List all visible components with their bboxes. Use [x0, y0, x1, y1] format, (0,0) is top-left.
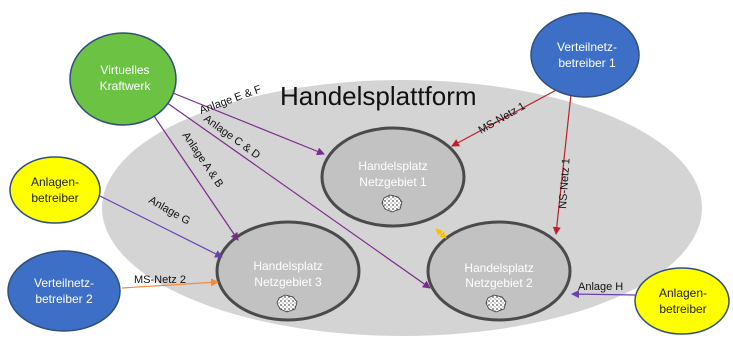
marketplace-2-line1: Handelsplatz [464, 261, 533, 275]
label-anlage-h: Anlage H [578, 281, 623, 293]
grid-map-icon [485, 294, 507, 313]
grid-map-icon [276, 294, 298, 313]
vpp-line2: Kraftwerk [100, 79, 152, 93]
distribution-operator-1: Verteilnetz- betreiber 1 [530, 12, 640, 98]
dso2-line1: Verteilnetz- [34, 276, 94, 290]
label-ns-netz-1: NS-Netz 1 [557, 158, 573, 209]
arrow-ms-netz-1 [451, 87, 561, 147]
arrow-anlage-g [99, 195, 223, 258]
operator-left-line2: betreiber [31, 191, 78, 205]
plant-operator-left: Anlagen- betreiber [9, 156, 101, 224]
dso1-line1: Verteilnetz- [557, 40, 617, 54]
virtual-power-plant: Virtuelles Kraftwerk [69, 32, 177, 126]
arrow-anlage-h [571, 290, 636, 299]
marketplace-2: Handelsplatz Netzgebiet 2 [426, 220, 572, 322]
vpp-line1: Virtuelles [100, 63, 149, 77]
grid-map-icon [381, 194, 403, 213]
arrow-anlage-ef [162, 88, 325, 156]
operator-right-line2: betreiber [659, 302, 706, 316]
plant-operator-right: Anlagen- betreiber [634, 267, 730, 335]
operator-right-line1: Anlagen- [659, 286, 707, 300]
distribution-operator-2: Verteilnetz- betreiber 2 [7, 250, 121, 332]
arrow-ms-netz-2 [121, 278, 219, 289]
label-ms-netz-2: MS-Netz 2 [134, 274, 186, 286]
arrow-anlage-ab [151, 112, 239, 241]
marketplace-3: Handelsplatz Netzgebiet 3 [215, 220, 361, 322]
arrow-ns-netz-1 [552, 93, 572, 235]
link-arrow-netzgebiet-1-2 [435, 228, 447, 239]
dso2-line2: betreiber 2 [35, 292, 93, 306]
marketplace-1: Handelsplatz Netzgebiet 1 [320, 126, 466, 228]
marketplace-3-line1: Handelsplatz [253, 259, 322, 273]
arrow-anlage-cd [162, 99, 431, 289]
dso1-line2: betreiber 1 [558, 56, 616, 70]
marketplace-1-line2: Netzgebiet 1 [359, 175, 427, 189]
marketplace-3-line2: Netzgebiet 3 [254, 275, 322, 289]
marketplace-2-line2: Netzgebiet 2 [465, 276, 533, 290]
marketplace-1-line1: Handelsplatz [358, 159, 427, 173]
platform-title: Handelsplattform [280, 81, 477, 111]
operator-left-line1: Anlagen- [31, 175, 79, 189]
